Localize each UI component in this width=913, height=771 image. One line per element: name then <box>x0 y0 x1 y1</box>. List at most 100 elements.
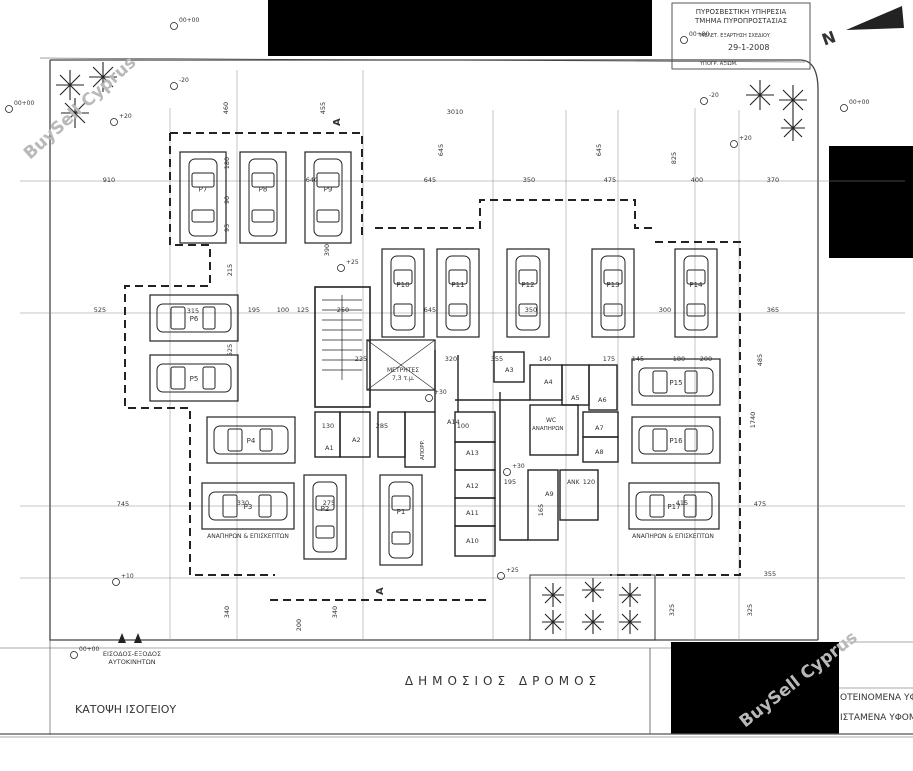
stair-core <box>314 286 436 408</box>
parking-space-p8: P8 <box>239 151 287 244</box>
parking-space-p3: P3 <box>201 482 295 530</box>
car-icon <box>638 367 714 397</box>
parking-label-p17: P17 <box>667 503 680 511</box>
parking-bay-outline <box>381 248 425 338</box>
dimension-label: 235 <box>355 355 367 363</box>
level-marker: +20 <box>730 135 752 148</box>
storage-label-a2: A2 <box>352 436 361 444</box>
dimension-label: 645 <box>437 144 445 156</box>
dimension-label: 640 <box>306 176 318 184</box>
dimension-label: 90 <box>223 196 231 204</box>
interior-walls <box>314 350 619 557</box>
level-label: +20 <box>739 135 752 142</box>
dimension-label: 275 <box>323 499 335 507</box>
parking-label-p5: P5 <box>190 375 199 383</box>
dimension-label: 200 <box>295 619 303 631</box>
dimension-label: 250 <box>337 306 349 314</box>
dimension-label: 350 <box>523 176 535 184</box>
level-label: +30 <box>512 463 525 470</box>
parking-label-p9: P9 <box>324 186 333 194</box>
entrance-label-2: ΑΥΤΟΚΙΝΗΤΩΝ <box>108 658 155 666</box>
car-icon <box>445 255 471 331</box>
dimension-label: 125 <box>297 306 309 314</box>
level-marker: 00+00 <box>680 31 709 44</box>
parking-space-p6: P6 <box>149 294 239 342</box>
parking-space-p4: P4 <box>206 416 296 464</box>
level-label: +30 <box>434 389 447 396</box>
disabled-parking-label: ΑΝΑΠΗΡΩΝ & ΕΠΙΣΚΕΠΤΩΝ <box>207 533 289 540</box>
parking-bay-outline <box>379 474 423 566</box>
level-marker: 00+00 <box>840 99 869 112</box>
room-labels: WC ΑΝΑΠΗΡΩΝ ΜΕΤΡΗΤΕΣ 7,3 τ.μ. ΑΠΟΡΡ. ΑΝΚ <box>387 367 581 486</box>
storage-label-a5: A5 <box>571 394 580 402</box>
parking-label-p13: P13 <box>606 281 619 289</box>
parking-label-p12: P12 <box>521 281 534 289</box>
parking-bay-outline <box>628 482 720 530</box>
dimension-label: 645 <box>424 306 436 314</box>
dimension-label: 365 <box>767 306 779 314</box>
level-marker: +30 <box>425 389 447 402</box>
parking-label-p4: P4 <box>247 437 256 445</box>
parking-space-p5: P5 <box>149 354 239 402</box>
car-icon <box>515 255 541 331</box>
storage-label-a1: A1 <box>325 444 334 452</box>
dimension-label: 475 <box>604 176 616 184</box>
level-marker-icon <box>497 572 505 580</box>
level-marker: 00+00 <box>170 17 199 30</box>
wc-sub-label: ΑΝΑΠΗΡΩΝ <box>532 426 564 432</box>
dimension-label: 455 <box>319 102 327 114</box>
dimension-label: 325 <box>746 604 754 616</box>
car-icon <box>390 255 416 331</box>
dimension-label: 370 <box>767 176 779 184</box>
car-icon <box>213 425 289 455</box>
dimension-label: 285 <box>376 422 388 430</box>
storage-label-a14: A14 <box>447 418 460 426</box>
level-label: 00+00 <box>79 646 99 653</box>
section-marks: A A <box>332 118 386 595</box>
parking-bay-outline <box>506 248 550 338</box>
refuse-label: ΑΠΟΡΡ. <box>420 439 426 460</box>
parking-space-p7: P7 <box>179 151 227 244</box>
dimension-label: 355 <box>764 570 776 578</box>
redaction-block-right <box>829 146 913 258</box>
parking-label-p16: P16 <box>669 437 683 445</box>
parking-space-p16: P16 <box>631 416 721 464</box>
level-marker: -20 <box>170 77 189 90</box>
dimension-label: 485 <box>756 354 764 366</box>
parking-label-p15: P15 <box>669 379 682 387</box>
car-icon <box>188 158 218 237</box>
dimension-label: 390 <box>323 244 331 256</box>
storage-label-a4: A4 <box>544 378 553 386</box>
approval-stamp: ΠΥΡΟΣΒΕΣΤΙΚΗ ΥΠΗΡΕΣΙΑ ΤΜΗΜΑ ΠΥΡΟΠΡΟΣΤΑΣΙ… <box>671 2 811 70</box>
parking-bay-outline <box>201 482 295 530</box>
storage-label-a7: A7 <box>595 424 604 432</box>
level-marker-icon <box>337 264 345 272</box>
stamp-line-3: ΜΕΛΕΤ. ΕΞΑΡΤΗΣΗ ΣΧΕΔΙΟΥ <box>700 33 771 39</box>
dimension-label: 215 <box>226 264 234 276</box>
storage-label-a10: A10 <box>466 537 479 545</box>
dimension-label: 140 <box>539 355 551 363</box>
dimension-label: 910 <box>103 176 115 184</box>
car-icon <box>600 255 626 331</box>
dimension-label: 400 <box>691 176 703 184</box>
level-label: +10 <box>121 573 134 580</box>
level-marker: +25 <box>337 259 359 272</box>
car-icon <box>312 481 338 553</box>
parking-bay-outline <box>436 248 480 338</box>
car-icon <box>156 303 232 333</box>
level-label: 00+00 <box>689 31 709 38</box>
anh-label: ΑΝΚ <box>567 479 581 486</box>
dimension-label: 165 <box>537 504 545 516</box>
legend-right-1: ΟΤΕΙΝΟΜΕΝΑ ΥΦ <box>840 693 913 703</box>
parking-space-p14: P14 <box>674 248 718 338</box>
dimension-label: 1740 <box>749 412 757 429</box>
dimension-label: 200 <box>700 355 712 363</box>
grid-lines <box>20 70 905 640</box>
level-label: 00+00 <box>14 100 34 107</box>
dimension-label: 355 <box>491 355 503 363</box>
dimension-label: 645 <box>424 176 436 184</box>
north-arrow-icon: N <box>819 6 904 49</box>
parking-space-p12: P12 <box>506 248 550 338</box>
level-marker: 00+00 <box>70 646 99 659</box>
